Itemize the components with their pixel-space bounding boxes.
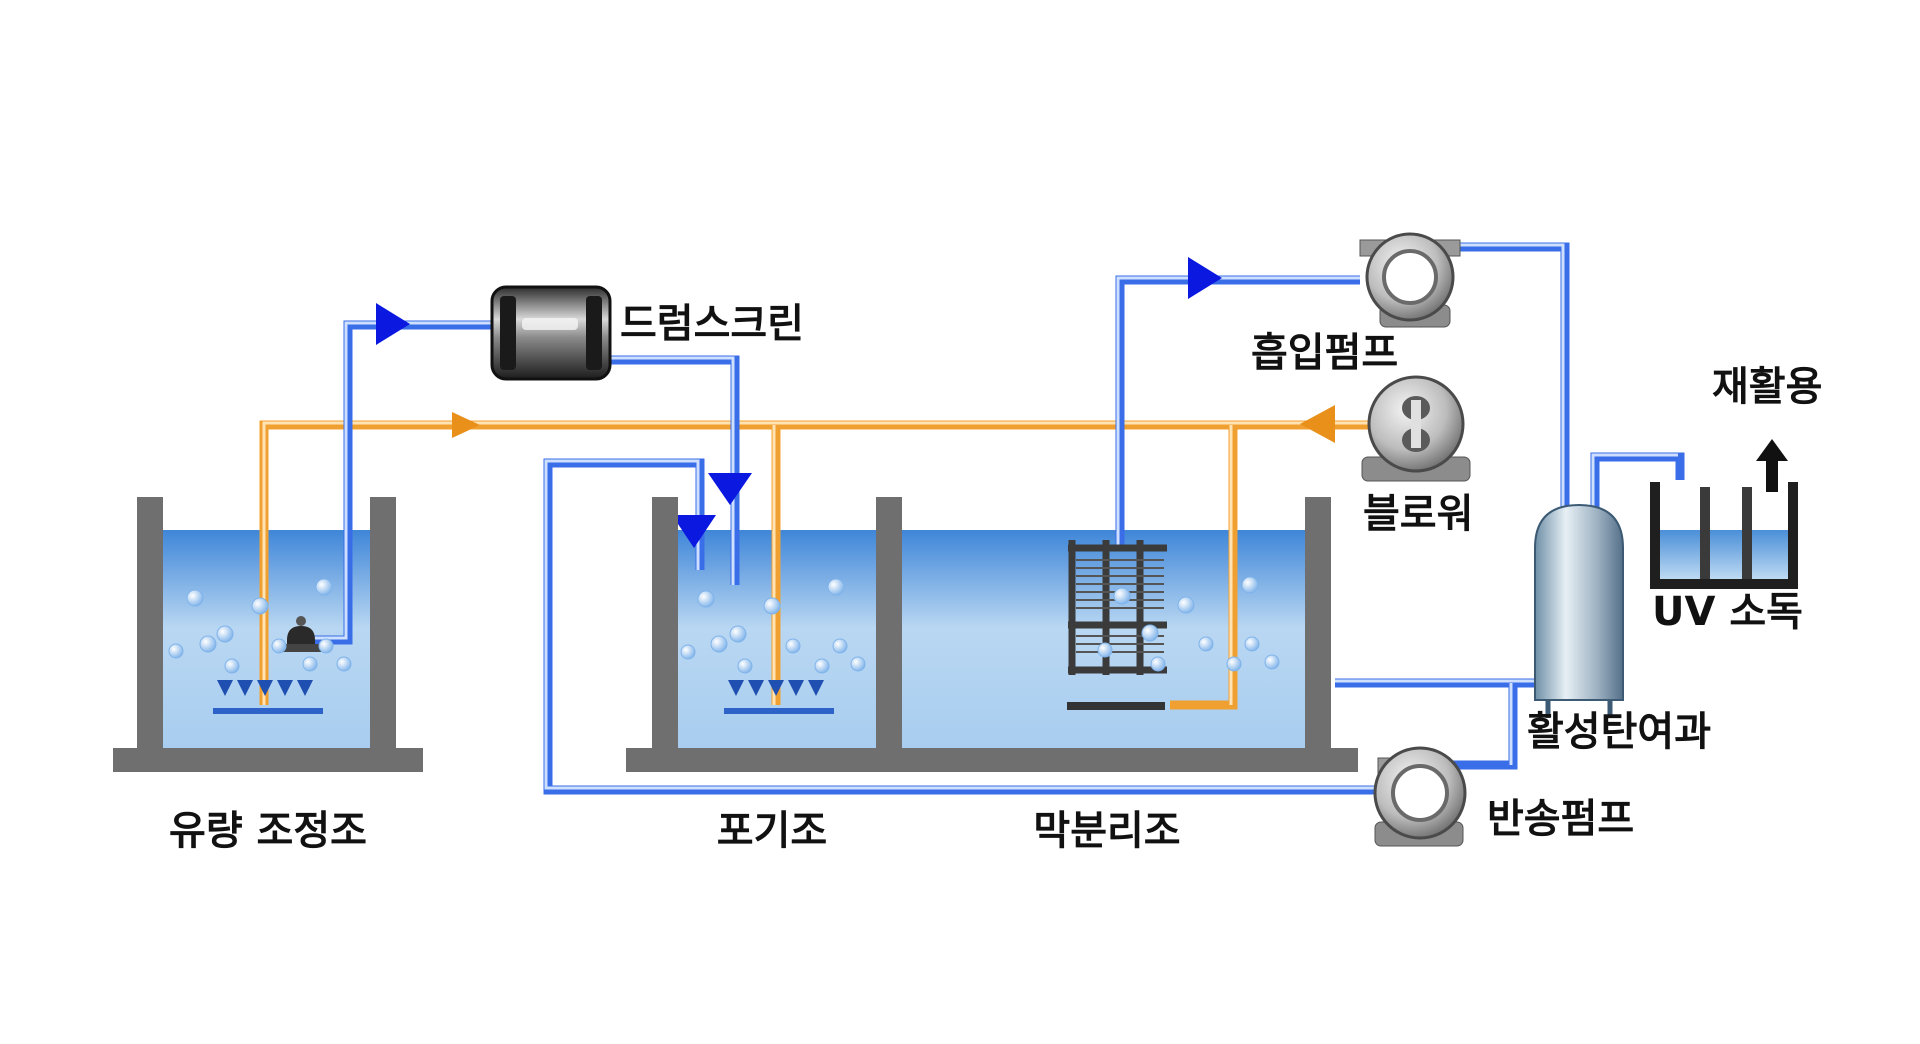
water-pipes	[312, 242, 1685, 795]
label-blower: 블로워	[1363, 491, 1473, 537]
drum-screen-icon	[490, 285, 612, 381]
flow-arrow-return	[672, 515, 716, 548]
return-pump-icon	[1373, 746, 1467, 847]
label-membrane-tank: 막분리조	[1033, 808, 1180, 854]
label-suction-pump: 흡입펌프	[1251, 330, 1398, 376]
flow-tank-diffuser	[213, 680, 323, 714]
uv-tank	[1650, 482, 1798, 589]
flow-tank-walls	[113, 497, 423, 772]
label-reuse: 재활용	[1712, 364, 1822, 410]
flow-arrow-to-drum	[376, 303, 410, 345]
suction-pump-icon	[1359, 232, 1461, 328]
label-return-pump: 반송펌프	[1487, 796, 1634, 842]
label-uv: UV 소독	[1652, 589, 1803, 635]
reuse-arrow-icon	[1756, 439, 1788, 492]
membrane-tank-water	[902, 530, 1330, 748]
submersible-pump-icon	[281, 616, 321, 652]
air-arrow-blower	[1300, 405, 1335, 443]
membrane-diffuser	[1067, 702, 1165, 710]
aeration-tank-diffuser	[724, 680, 834, 714]
flow-arrow-to-aeration	[708, 473, 752, 505]
air-bubbles	[168, 576, 1280, 674]
label-activated-carbon: 활성탄여과	[1527, 709, 1711, 755]
label-aeration-tank: 포기조	[717, 808, 827, 854]
activated-carbon-filter-icon	[1534, 503, 1624, 718]
blower-icon	[1361, 375, 1471, 482]
aeration-membrane-walls	[626, 497, 1358, 772]
label-flow-tank: 유량 조정조	[169, 808, 367, 854]
label-drum-screen: 드럼스크린	[620, 301, 804, 347]
air-arrow-main	[452, 412, 480, 438]
water-pipes-highlight	[312, 243, 1678, 790]
flow-arrow-to-suction	[1188, 257, 1222, 299]
